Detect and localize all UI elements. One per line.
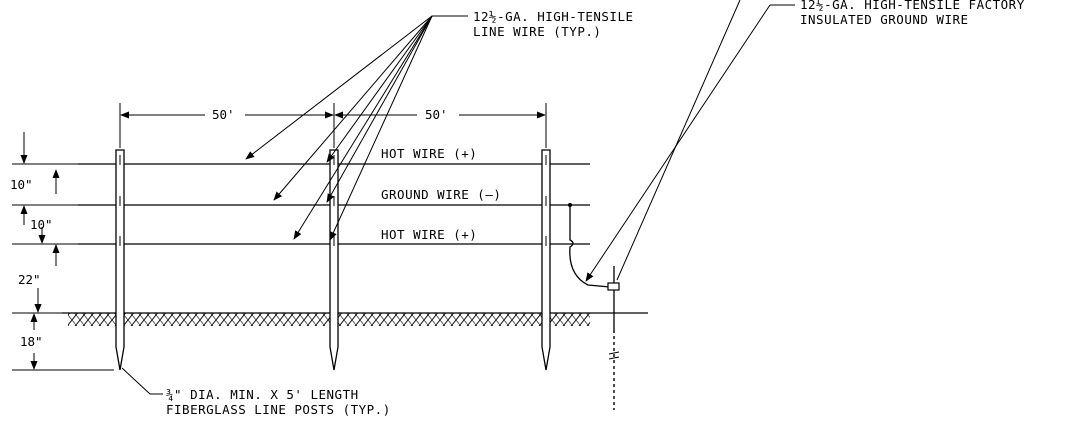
gap-2-dimension: 10" bbox=[30, 217, 53, 232]
span-1-dimension: 50' bbox=[212, 107, 235, 122]
ground-surface bbox=[62, 312, 648, 326]
line-wire-callout: 12½-GA. HIGH-TENSILE LINE WIRE (TYP.) bbox=[245, 9, 634, 241]
ground-wire-callout: 12½-GA. HIGH-TENSILE FACTORY INSULATED G… bbox=[585, 0, 1025, 282]
post-note-1: ¾" DIA. MIN. X 5' LENGTH bbox=[166, 387, 359, 402]
post-depth-dimension: 18" bbox=[20, 334, 43, 349]
fence-post-1 bbox=[115, 149, 125, 371]
span-2-dimension: 50' bbox=[425, 107, 448, 122]
gap-1-dimension: 10" bbox=[10, 177, 33, 192]
vertical-dimensions: 10" 10" 22" 18" bbox=[10, 132, 114, 371]
fence-post-3 bbox=[541, 149, 551, 371]
ground-connection bbox=[568, 203, 620, 410]
fence-post-2 bbox=[329, 149, 339, 371]
line-wire-label-2: LINE WIRE (TYP.) bbox=[473, 24, 601, 39]
bottom-wire-height-dimension: 22" bbox=[18, 272, 41, 287]
post-note-2: FIBERGLASS LINE POSTS (TYP.) bbox=[166, 402, 391, 417]
hot-wire-top-label: HOT WIRE (+) bbox=[381, 146, 477, 161]
ground-wire-note-2: INSULATED GROUND WIRE bbox=[800, 12, 969, 27]
post-callout: ¾" DIA. MIN. X 5' LENGTH FIBERGLASS LINE… bbox=[121, 367, 391, 417]
ground-wire-note-1: 12½-GA. HIGH-TENSILE FACTORY bbox=[800, 0, 1025, 12]
line-wire-label-1: 12½-GA. HIGH-TENSILE bbox=[473, 9, 634, 24]
hot-wire-bottom-label: HOT WIRE (+) bbox=[381, 227, 477, 242]
ground-wire-label: GROUND WIRE (–) bbox=[381, 187, 501, 202]
span-dimensions: 50' 50' bbox=[119, 103, 547, 148]
